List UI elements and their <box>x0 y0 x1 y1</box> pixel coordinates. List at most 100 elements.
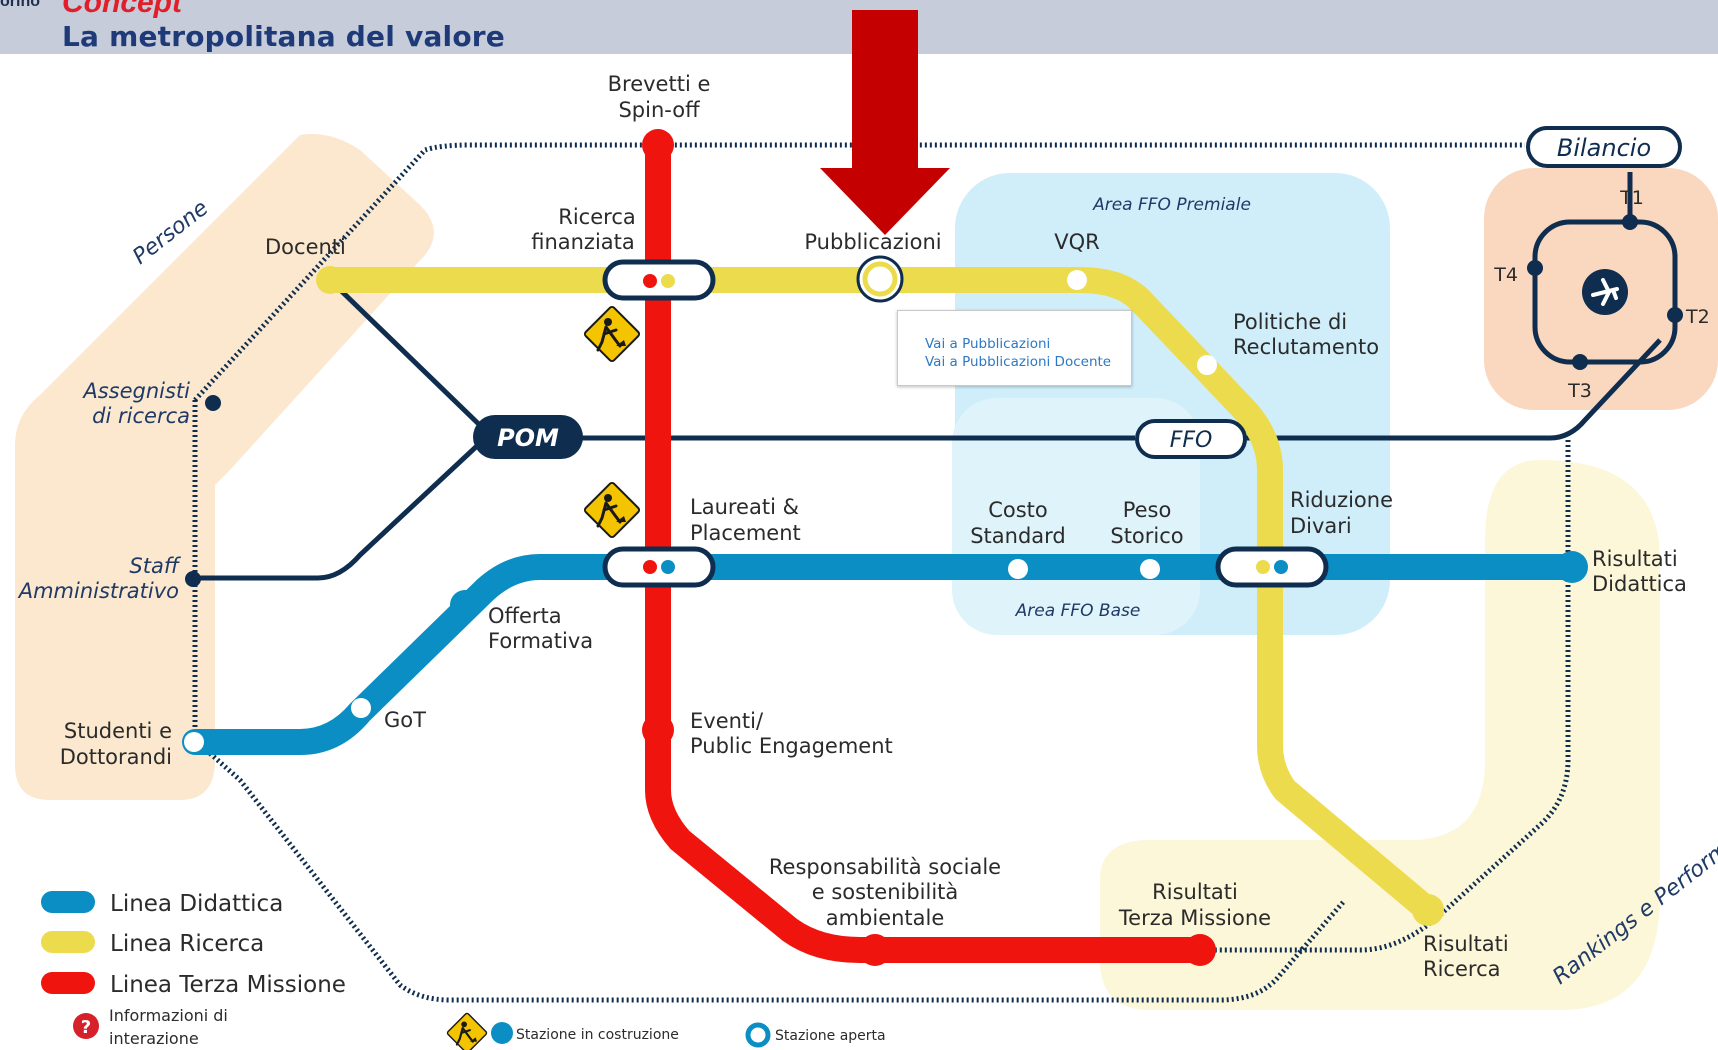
legend-construction-icon <box>445 1011 489 1050</box>
page-title: La metropolitana del valore <box>62 20 505 53</box>
dotted-ring <box>192 142 1571 1003</box>
legend-in-costruzione: Stazione in costruzione <box>516 1027 679 1043</box>
label-risultati-ricerca-1: Risultati <box>1423 932 1509 956</box>
legend-aperta: Stazione aperta <box>775 1028 886 1044</box>
label-costo-1: Costo <box>988 498 1048 522</box>
label-t1: T1 <box>1619 187 1644 209</box>
label-eventi-2: Public Engagement <box>690 734 893 758</box>
pom-label: POM <box>497 424 559 452</box>
legend-terza: Linea Terza Missione <box>110 972 346 998</box>
label-staff-1: Staff <box>129 554 181 578</box>
legend-info-1: Informazioni di <box>109 1006 228 1025</box>
svg-text:?: ? <box>81 1017 91 1038</box>
station-offerta-formativa[interactable] <box>450 590 480 620</box>
label-politiche-1: Politiche di <box>1233 310 1347 334</box>
station-studenti[interactable] <box>184 732 204 752</box>
concept-title: Concept <box>62 0 182 19</box>
label-responsabilita-3: ambientale <box>826 906 945 930</box>
station-risultati-terza[interactable] <box>1184 934 1216 966</box>
station-got[interactable] <box>351 698 371 718</box>
station-vqr[interactable] <box>1067 270 1087 290</box>
construction-sign-icon <box>582 304 642 364</box>
area-persone-bg <box>15 134 434 800</box>
label-responsabilita-1: Responsabilità sociale <box>769 855 1001 879</box>
label-t4: T4 <box>1493 264 1518 286</box>
label-laureati-2: Placement <box>690 521 801 545</box>
line-terza-missione <box>645 132 1211 963</box>
station-staff[interactable] <box>185 571 201 587</box>
label-responsabilita-2: e sostenibilità <box>812 880 959 904</box>
label-assegnisti-2: di ricerca <box>92 404 190 428</box>
legend: Linea Didattica Linea Ricerca Linea Terz… <box>41 891 886 1050</box>
label-costo-2: Standard <box>970 524 1066 548</box>
info-icon: ? <box>73 1013 99 1039</box>
station-docenti[interactable] <box>316 266 344 294</box>
label-got: GoT <box>384 708 426 732</box>
label-peso-2: Storico <box>1110 524 1183 548</box>
line-ricerca <box>317 267 1441 923</box>
station-brevetti[interactable] <box>642 129 674 161</box>
label-ricerca-1: Ricerca <box>558 205 635 229</box>
label-peso-1: Peso <box>1123 498 1172 522</box>
link-vai-pubblicazioni[interactable]: Vai a Pubblicazioni <box>925 336 1051 352</box>
label-brevetti-2: Spin-off <box>618 98 700 122</box>
label-staff-2: Amministrativo <box>17 579 179 603</box>
station-pom[interactable]: POM <box>473 415 583 459</box>
area-ffo-base-label: Area FFO Base <box>1015 601 1141 621</box>
station-t4-dot[interactable] <box>1527 260 1543 276</box>
station-labels-italic: Assegnisti di ricerca Staff Amministrati… <box>17 379 190 603</box>
station-bilancio[interactable]: Bilancio <box>1526 126 1682 168</box>
station-politiche[interactable] <box>1197 355 1217 375</box>
area-rankings-bg <box>1100 460 1660 1010</box>
label-assegnisti-1: Assegnisti <box>81 379 190 403</box>
label-riduzione-1: Riduzione <box>1290 488 1393 512</box>
label-vqr: VQR <box>1054 230 1100 254</box>
ffo-label: FFO <box>1170 428 1213 453</box>
link-vai-pubblicazioni-docente[interactable]: Vai a Pubblicazioni Docente <box>925 354 1112 370</box>
legend-ricerca: Linea Ricerca <box>110 931 264 957</box>
station-responsabilita[interactable] <box>859 934 891 966</box>
label-risultati-didattica-2: Didattica <box>1592 572 1687 596</box>
label-riduzione-2: Divari <box>1290 514 1352 538</box>
station-t3-dot[interactable] <box>1572 354 1588 370</box>
station-pubblicazioni[interactable] <box>856 255 904 303</box>
station-laureati[interactable] <box>602 546 716 588</box>
station-labels: Brevetti e Spin-off Ricerca finanziata P… <box>60 72 1710 981</box>
station-t2-dot[interactable] <box>1667 307 1683 323</box>
label-pubblicazioni: Pubblicazioni <box>804 230 941 254</box>
station-risultati-ricerca[interactable] <box>1412 894 1444 926</box>
label-risultati-ricerca-2: Ricerca <box>1423 957 1500 981</box>
label-brevetti-1: Brevetti e <box>608 72 711 96</box>
label-studenti-2: Dottorandi <box>60 745 172 769</box>
label-t3: T3 <box>1567 380 1592 402</box>
label-offerta-1: Offerta <box>488 604 562 628</box>
legend-info-2: interazione <box>109 1029 199 1048</box>
station-t1-dot[interactable] <box>1622 214 1638 230</box>
station-assegnisti[interactable] <box>205 395 221 411</box>
area-ffo-premiale-label: Area FFO Premiale <box>1092 195 1251 215</box>
label-politiche-2: Reclutamento <box>1233 335 1379 359</box>
legend-didattica: Linea Didattica <box>110 891 283 917</box>
logo-text: orino <box>0 0 40 10</box>
label-offerta-2: Formativa <box>488 629 593 653</box>
station-eventi[interactable] <box>642 714 674 746</box>
label-risultati-terza-2: Terza Missione <box>1118 906 1271 930</box>
station-ricerca-finanziata[interactable] <box>602 259 716 301</box>
label-t2: T2 <box>1685 306 1710 328</box>
airplane-icon <box>1582 269 1628 315</box>
station-costo-standard[interactable] <box>1008 559 1028 579</box>
label-risultati-didattica-1: Risultati <box>1592 547 1678 571</box>
label-ricerca-2: finanziata <box>531 230 635 254</box>
construction-sign-icon <box>582 480 642 540</box>
station-risultati-didattica[interactable] <box>1556 551 1588 583</box>
label-laureati-1: Laureati & <box>690 495 799 519</box>
station-riduzione-divari[interactable] <box>1215 546 1329 588</box>
label-docenti: Docenti <box>265 235 346 259</box>
station-ffo[interactable]: FFO <box>1135 419 1247 459</box>
label-studenti-1: Studenti e <box>64 719 172 743</box>
highlight-arrow-icon <box>820 10 950 235</box>
label-risultati-terza-1: Risultati <box>1152 880 1238 904</box>
label-eventi-1: Eventi/ <box>690 709 764 733</box>
station-peso-storico[interactable] <box>1140 559 1160 579</box>
